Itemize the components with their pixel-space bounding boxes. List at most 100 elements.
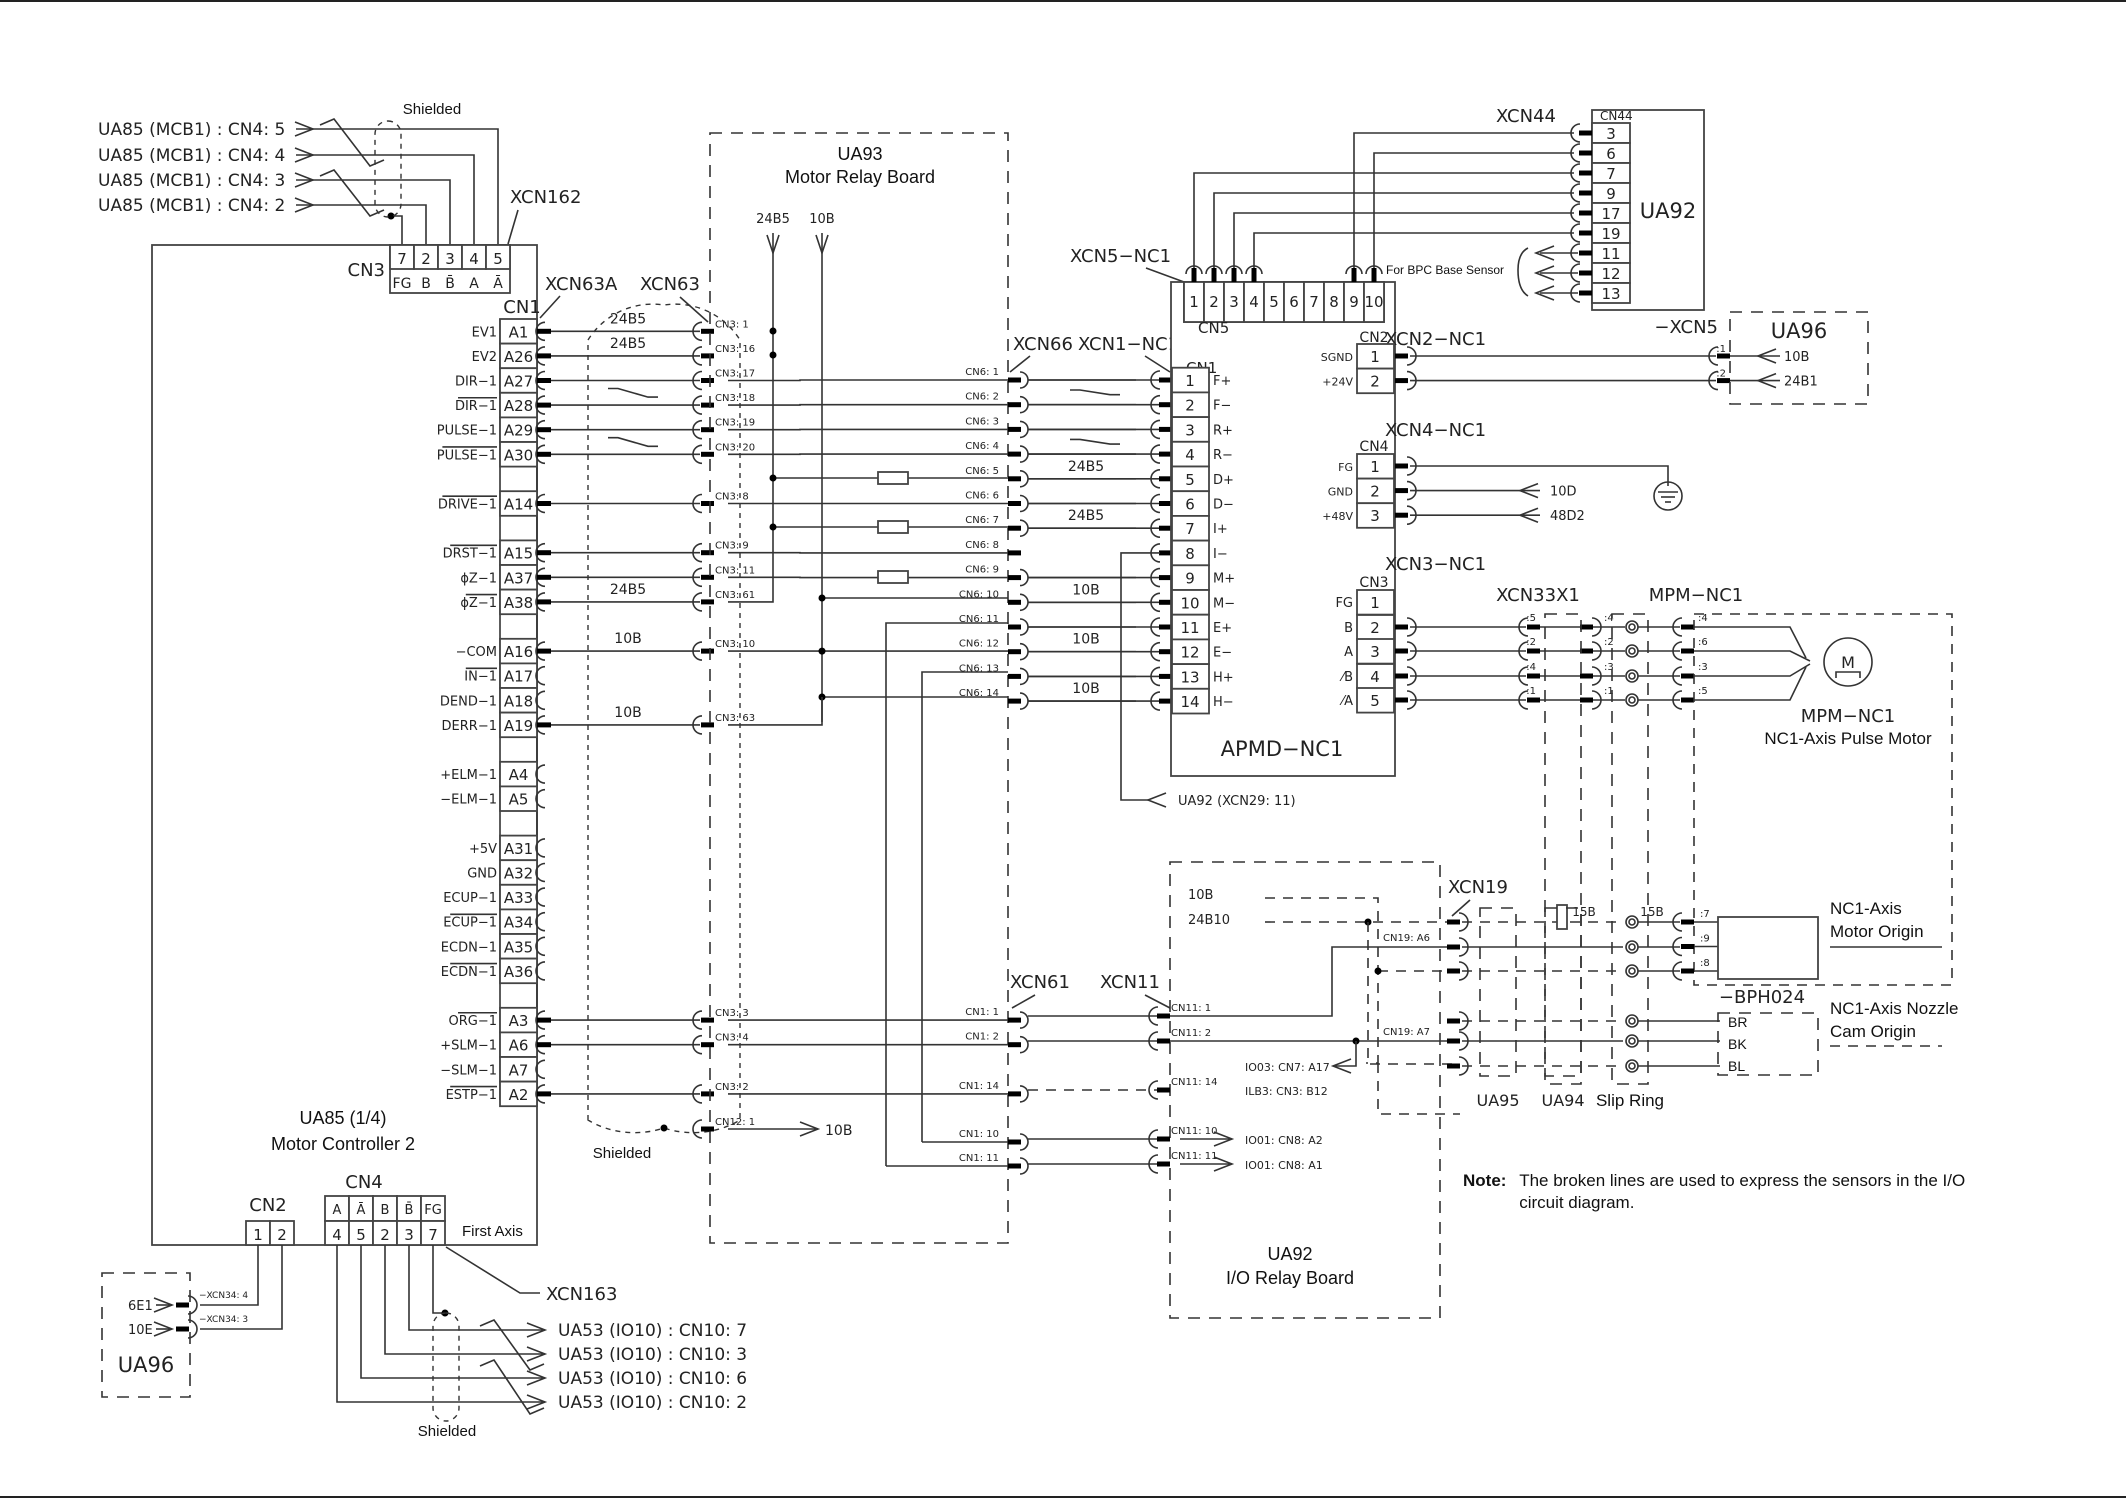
- apmd-cn1-signal: I+: [1213, 522, 1228, 537]
- apmd-cn1-pin-number: 6: [1185, 496, 1195, 514]
- socket-icon: [1518, 690, 1529, 710]
- apmd-cn3-pin-cell: [1356, 687, 1395, 714]
- ua93-cn3-pin-label: CN3: 19: [715, 418, 755, 429]
- motor-icon: [1823, 637, 1873, 687]
- junction-dot: [660, 1124, 668, 1132]
- cn4-pin-cell: [420, 1220, 446, 1246]
- slip-ring-contact-icon: [1628, 647, 1636, 655]
- ua93-motor-relay-board: [709, 132, 1009, 1244]
- cn1-signal-label: DEND−1: [440, 694, 497, 709]
- motor-origin-sensor-box: [1717, 916, 1819, 980]
- top-border-rule: [0, 0, 2126, 2]
- apmd-cn4-pin-cell: [1356, 477, 1395, 505]
- apmd-cn1-pin-number: 10: [1180, 594, 1199, 612]
- socket-icon: [692, 1034, 703, 1055]
- open-socket-icon: [535, 1084, 546, 1104]
- socket-icon: [1570, 203, 1581, 223]
- apmd-cn1-pin-number: 12: [1180, 644, 1199, 662]
- junction-dot: [769, 327, 777, 335]
- cn1-signal-label: ORG−1: [448, 1014, 497, 1029]
- cn1-signal-label: DRST−1: [443, 547, 497, 562]
- twisted-pair-icon: [1070, 389, 1120, 396]
- plug-icon: [1019, 1157, 1029, 1175]
- arrow-left-icon: [1755, 348, 1777, 364]
- xcn162-leader: [507, 209, 519, 245]
- ua96-net-label: 10B: [1784, 350, 1809, 365]
- cn4-pin-number: 4: [332, 1226, 342, 1244]
- plug-icon: [1019, 420, 1029, 439]
- cn2-pin-number: 2: [277, 1226, 287, 1244]
- cn1-signal-label: −SLM−1: [440, 1063, 497, 1078]
- socket-icon: [1570, 143, 1581, 163]
- socket-icon: [1150, 469, 1161, 489]
- cn1-signal-label: DERR−1: [442, 719, 497, 734]
- origin-pin-label: :7: [1700, 909, 1710, 920]
- apmd-cn2-label: CN2: [1359, 330, 1388, 346]
- twisted-pair-icon: [319, 118, 385, 167]
- cn3-pin-number: 2: [421, 250, 431, 268]
- open-socket-icon: [535, 370, 546, 391]
- cn1-signal-label: PULSE−1: [437, 448, 497, 463]
- ua94-label: UA94: [1541, 1091, 1584, 1110]
- ua85-cn4-label: CN4: [345, 1172, 383, 1193]
- cn1-signal-label: ECUP−1: [443, 916, 497, 931]
- resistor-icon: [877, 570, 909, 584]
- xcn34-pin-label: −XCN34: 3: [199, 1315, 248, 1325]
- xcn5-pin-label: :2: [1716, 369, 1726, 380]
- plug-icon: [1019, 568, 1029, 587]
- nozzle-sensor-box: [1717, 1012, 1819, 1076]
- nozzle-title: NC1-Axis Nozzle: [1830, 999, 1958, 1018]
- socket-icon: [1150, 666, 1161, 687]
- apmd-cn3-signal: ⁄A: [1339, 694, 1353, 709]
- ua93-internal-wire: [728, 598, 774, 603]
- cn1-pin-number: A19: [504, 717, 533, 735]
- xcn61-label: XCN61: [1010, 972, 1070, 993]
- twisted-pair-icon: [479, 1319, 545, 1371]
- apmd-cn1-signal: E−: [1213, 646, 1232, 661]
- cn1-signal-label: GND: [467, 867, 497, 882]
- socket-icon: [692, 641, 703, 661]
- open-socket-icon: [535, 321, 546, 342]
- bpc-note: For BPC Base Sensor: [1386, 263, 1504, 277]
- ua96-right-name: UA96: [1771, 319, 1827, 343]
- xcn162-label: XCN162: [510, 187, 581, 208]
- socket-icon: [692, 370, 703, 391]
- motor-symbol: M: [1841, 653, 1855, 672]
- apmd-cn4-signal: +48V: [1322, 510, 1353, 523]
- xcn4-nc1-label: XCN4−NC1: [1385, 420, 1486, 441]
- junction-dot: [818, 594, 826, 602]
- apmd-cn1-pin-number: 5: [1185, 471, 1195, 489]
- socket-icon: [692, 1010, 703, 1030]
- xcn33-pin-label: :2: [1526, 637, 1536, 648]
- arrow-right-icon: [526, 1322, 548, 1338]
- origin-pin-label: :8: [1700, 958, 1710, 969]
- apmd-cn3-pin-cell: [1356, 663, 1395, 690]
- motor-dashed-enclosure: [1693, 613, 1953, 986]
- cn1-pin-cell: [499, 564, 538, 591]
- xcn3-nc1-label: XCN3−NC1: [1385, 554, 1486, 575]
- apmd-cn1-pin-number: 2: [1185, 397, 1195, 415]
- cn4-fg-wire: [432, 1245, 447, 1314]
- cn5-to-cn44-wire: [1373, 152, 1574, 268]
- cn11-pin-label: CN11: 11: [1171, 1151, 1217, 1162]
- apmd-cn4-pin-cell: [1356, 502, 1395, 529]
- bottom-output-label: UA53 (IO10) : CN10: 3: [558, 1345, 747, 1365]
- apmd-cn3-signal: A: [1344, 645, 1353, 660]
- sensor-wire: [1377, 1063, 1460, 1115]
- cn1-pin-number: A34: [504, 914, 533, 932]
- open-socket-icon: [535, 936, 546, 957]
- open-socket-icon: [535, 665, 546, 686]
- slip-ring-contact-icon: [1628, 967, 1636, 975]
- slip-ring-contact-icon: [1628, 696, 1636, 704]
- xcn63a-leader: [539, 295, 561, 319]
- mpm-pin-label: :6: [1698, 637, 1708, 648]
- open-socket-icon: [535, 1010, 546, 1030]
- cn4-pin-number: 5: [356, 1226, 366, 1244]
- cn1-pin-number: A6: [509, 1037, 529, 1055]
- cn4-pin-number: 3: [404, 1226, 414, 1244]
- cn3-pin-cell: [461, 244, 487, 270]
- plug-icon: [1019, 395, 1029, 414]
- cn6-pin-label: CN6: 1: [965, 367, 999, 378]
- cn1-pin-cell: [499, 367, 538, 394]
- nozzle-title2: Cam Origin: [1830, 1022, 1916, 1041]
